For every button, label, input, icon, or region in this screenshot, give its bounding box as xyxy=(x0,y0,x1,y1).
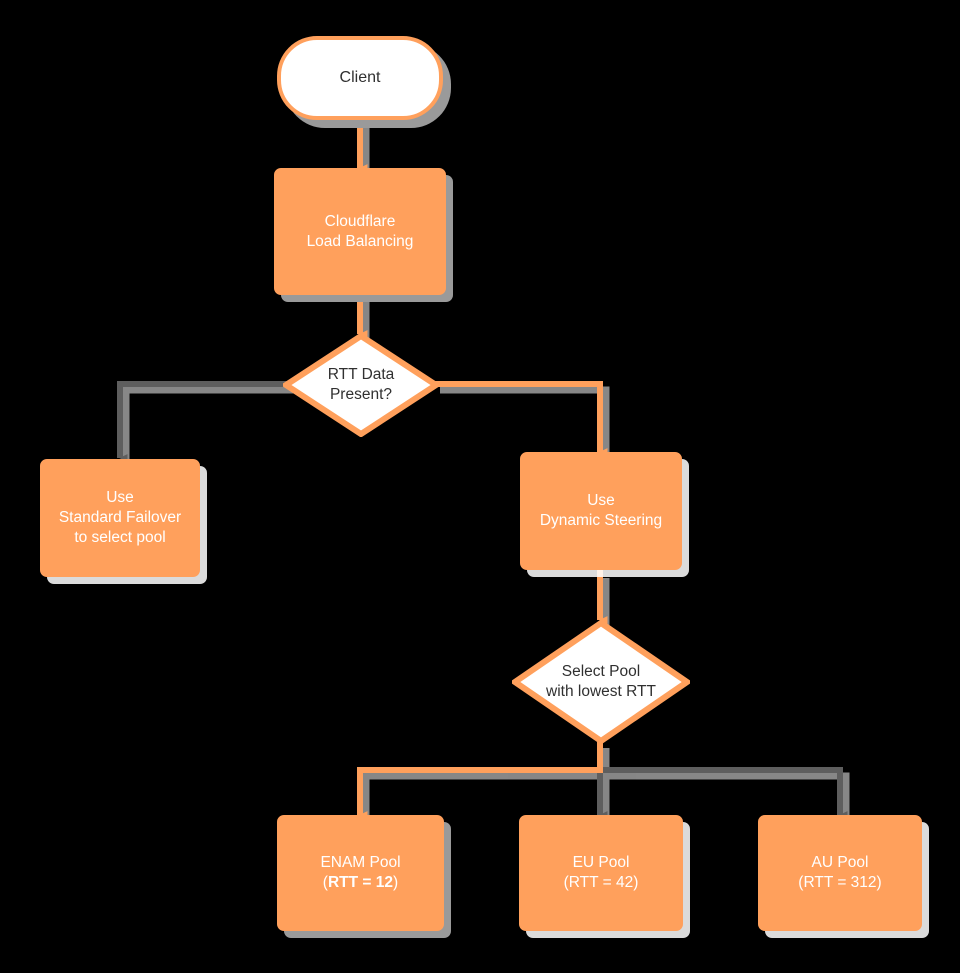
node-eu-pool-label: EU Pool (RTT = 42) xyxy=(564,853,639,893)
node-rtt-data-present-label: RTT Data Present? xyxy=(327,366,395,403)
node-load-balancing-label: Cloudflare Load Balancing xyxy=(306,212,414,250)
node-enam-pool[interactable]: ENAM Pool (RTT = 12) xyxy=(277,815,444,931)
diamond-shape-rtt xyxy=(283,333,439,437)
edge-select-to-au xyxy=(600,767,848,819)
node-au-pool-name: AU Pool xyxy=(811,854,869,872)
node-load-balancing[interactable]: Cloudflare Load Balancing xyxy=(274,168,446,295)
node-dynamic-steering[interactable]: Use Dynamic Steering xyxy=(520,452,682,570)
node-au-pool-rtt: (RTT = 312) xyxy=(798,874,882,891)
node-au-pool-label: AU Pool (RTT = 312) xyxy=(798,853,881,893)
node-standard-failover-label: Use Standard Failover to select pool xyxy=(58,489,182,546)
node-eu-pool[interactable]: EU Pool (RTT = 42) xyxy=(519,815,683,931)
node-enam-pool-label: ENAM Pool (RTT = 12) xyxy=(320,853,400,893)
node-rtt-data-present[interactable]: RTT Data Present? xyxy=(283,333,439,437)
node-eu-pool-name: EU Pool xyxy=(572,854,630,872)
node-enam-pool-rtt-open: ( xyxy=(322,874,328,891)
edge-rtt-to-steering xyxy=(433,381,608,456)
edge-rtt-to-failover xyxy=(117,381,289,462)
node-standard-failover[interactable]: Use Standard Failover to select pool xyxy=(40,459,200,577)
node-client[interactable]: Client xyxy=(277,36,443,120)
node-eu-pool-rtt: (RTT = 42) xyxy=(563,874,639,891)
node-enam-pool-rtt-close: ) xyxy=(393,874,399,891)
node-select-pool-label: Select Pool with lowest RTT xyxy=(546,663,656,700)
node-select-pool[interactable]: Select Pool with lowest RTT xyxy=(512,620,690,744)
node-enam-pool-name: ENAM Pool xyxy=(320,854,401,872)
node-au-pool[interactable]: AU Pool (RTT = 312) xyxy=(758,815,922,931)
edge-select-to-enam xyxy=(357,742,603,819)
diamond-shape-select-pool xyxy=(512,620,690,744)
node-dynamic-steering-label: Use Dynamic Steering xyxy=(539,492,663,529)
node-enam-pool-rtt-value: RTT = 12 xyxy=(327,874,394,891)
node-client-label: Client xyxy=(339,68,381,86)
